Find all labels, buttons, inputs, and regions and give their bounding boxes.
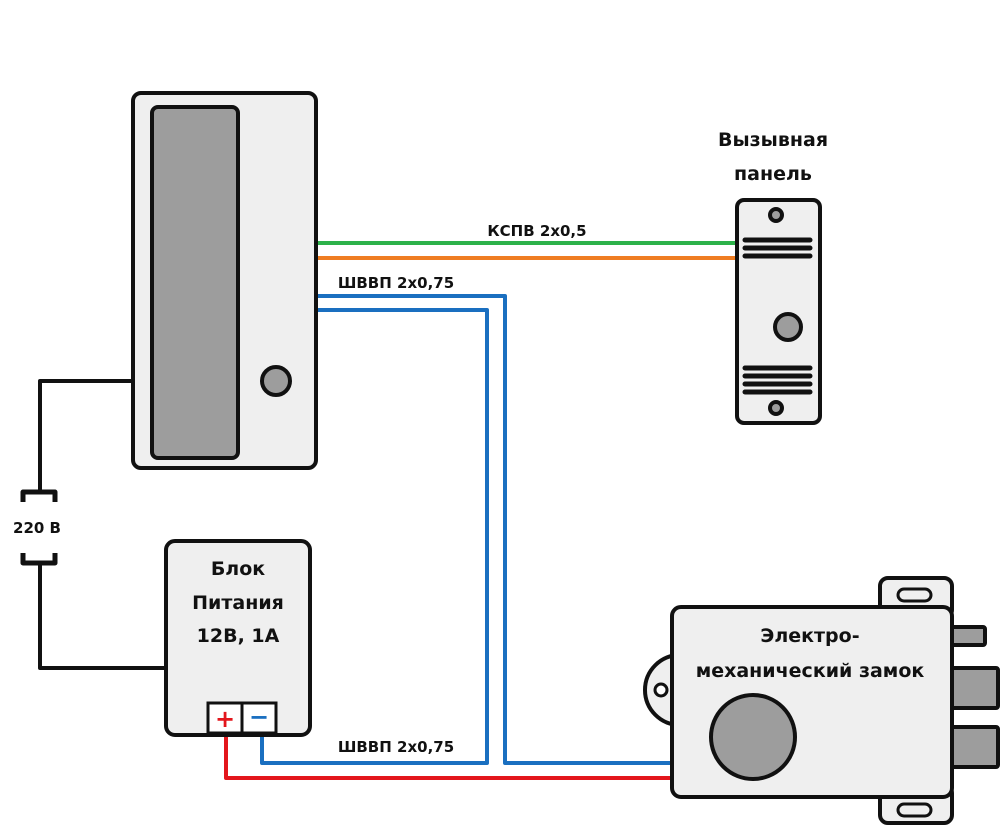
blue-wire-lock <box>316 294 672 765</box>
power-supply <box>164 539 312 737</box>
call-button <box>773 312 803 342</box>
cable-shvvp-bottom-label: ШВВП 2х0,75 <box>338 738 454 756</box>
call-panel <box>735 198 822 425</box>
lock-label-2: механический замок <box>696 660 925 682</box>
mains-wire-top <box>38 379 133 492</box>
mains-wire-bottom <box>38 563 166 670</box>
mains-label: 220 В <box>13 519 61 537</box>
call-panel-label-1: Вызывная <box>718 129 828 151</box>
plug-bottom <box>20 553 58 566</box>
blue-wire-psu <box>260 308 489 765</box>
lock-cylinder <box>709 693 797 781</box>
psu-label-3: 12В, 1А <box>197 625 280 647</box>
monitor <box>131 91 318 470</box>
lock <box>643 576 1000 825</box>
red-wire <box>224 733 672 780</box>
psu-label-1: Блок <box>211 558 265 580</box>
call-panel-label-2: панель <box>734 163 812 185</box>
monitor-screen <box>150 105 240 460</box>
lock-label-1: Электро- <box>760 625 859 647</box>
plus-terminal: + <box>215 705 235 733</box>
psu-label-2: Питания <box>192 592 284 614</box>
minus-terminal: − <box>249 703 269 731</box>
plug-top <box>20 489 58 502</box>
cable-shvvp-top-label: ШВВП 2х0,75 <box>338 274 454 292</box>
cable-kspv-label: КСПВ 2х0,5 <box>487 222 586 240</box>
speaker-grille <box>742 237 813 395</box>
monitor-button <box>260 365 292 397</box>
